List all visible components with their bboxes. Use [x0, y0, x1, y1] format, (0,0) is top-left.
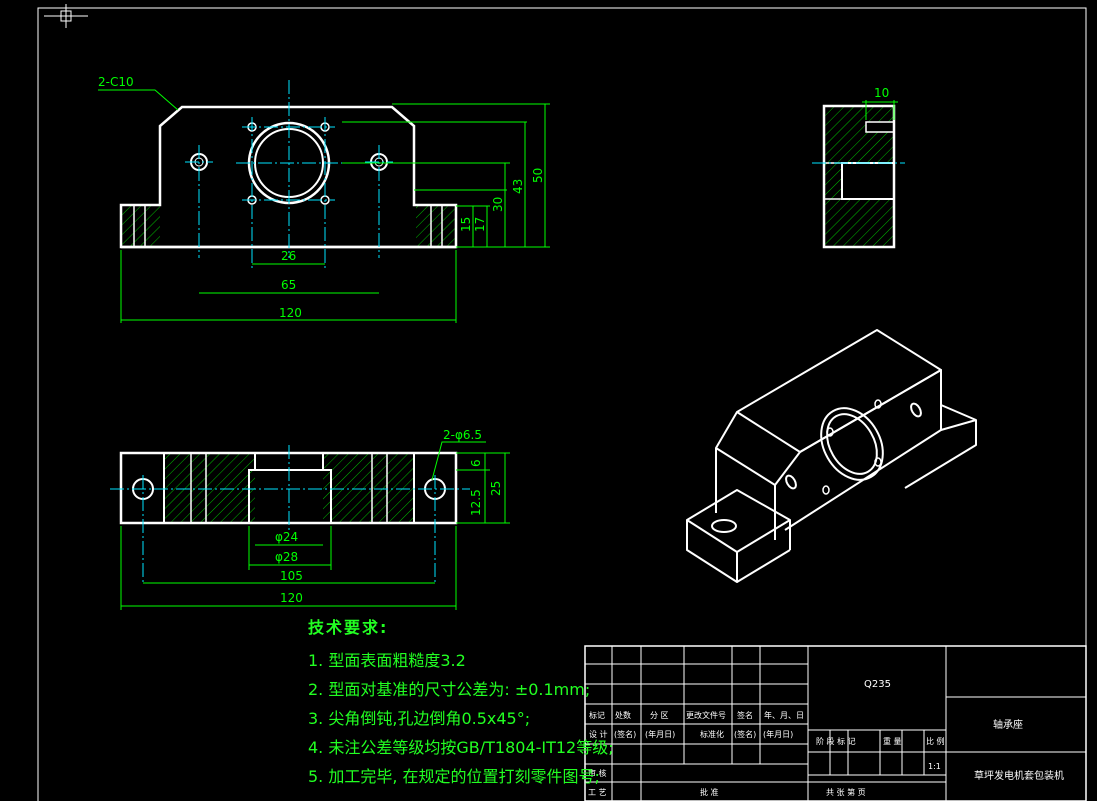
dim-dia24: φ24: [275, 530, 298, 544]
tb-design-1: (签名): [614, 729, 636, 739]
tb-head-1: 处数: [615, 710, 631, 720]
tech-req-item: 3. 尖角倒钝,孔边倒角0.5x45°;: [308, 709, 531, 728]
dim-6: 6: [469, 459, 483, 467]
drawing-border: [37, 7, 1087, 801]
technical-requirements: 技术要求: 1. 型面表面粗糙度3.2 2. 型面对基准的尺寸公差为: ±0.1…: [308, 614, 614, 791]
tb-material: Q235: [864, 679, 891, 690]
front-view: 2-C10 26 65 120 15 17 30 43 50: [98, 75, 550, 323]
tech-req-item: 1. 型面表面粗糙度3.2: [308, 651, 466, 670]
tech-req-item: 4. 未注公差等级均按GB/T1804-IT12等级;: [308, 738, 614, 757]
tb-head-3: 更改文件号: [686, 710, 726, 720]
tech-req-title: 技术要求:: [308, 618, 389, 637]
tb-head-0: 标记: [589, 710, 605, 720]
title-block: [584, 645, 1087, 801]
tb-stage-0: 阶 段 标 记: [816, 736, 856, 746]
top-view: 2-φ6.5 6 25 12.5 φ24 φ28 105 120: [110, 428, 510, 610]
dim-50: 50: [531, 168, 545, 183]
dim-10: 10: [874, 86, 889, 100]
dim-43: 43: [511, 179, 525, 194]
tb-review: 审 核: [588, 768, 607, 778]
tb-head-5: 年、月、日: [764, 710, 804, 720]
dim-dia28: φ28: [275, 550, 298, 564]
tb-scale: 1:1: [928, 762, 941, 771]
dim-30: 30: [491, 197, 505, 212]
dim-105: 105: [280, 569, 303, 583]
dim-25: 25: [489, 481, 503, 496]
tb-assembly-name: 草坪发电机套包装机: [974, 769, 1064, 782]
tb-design-3: 标准化: [700, 729, 724, 739]
tech-req-item: 5. 加工完毕, 在规定的位置打刻零件图号;: [308, 767, 600, 786]
ucs-crosshair-icon: [44, 4, 88, 28]
tb-part-name: 轴承座: [993, 718, 1023, 731]
dim-chamfer-note: 2-C10: [98, 75, 134, 89]
dim-17: 17: [473, 217, 487, 232]
dim-120-front: 120: [279, 306, 302, 320]
tech-req-item: 2. 型面对基准的尺寸公差为: ±0.1mm;: [308, 680, 591, 699]
tb-stage-1: 重 量: [883, 736, 902, 746]
dim-15: 15: [459, 217, 473, 232]
tb-head-4: 签名: [737, 710, 753, 720]
tb-design-0: 设 计: [589, 729, 608, 739]
tb-sheets: 共 张 第 页: [826, 787, 866, 797]
tb-design-4: (签名): [734, 729, 756, 739]
front-view-outline: [119, 105, 458, 249]
isometric-view: [686, 329, 977, 583]
side-view: 10: [812, 86, 905, 249]
dim-65: 65: [281, 278, 296, 292]
tb-approve: 批 准: [700, 787, 719, 797]
tb-design-5: (年月日): [763, 729, 793, 739]
tb-design-2: (年月日): [645, 729, 675, 739]
tb-stage-2: 比 例: [926, 736, 945, 746]
dim-26: 26: [281, 249, 296, 263]
dim-12-5: 12.5: [469, 489, 483, 516]
dim-hole-note: 2-φ6.5: [443, 428, 482, 442]
tb-head-2: 分 区: [650, 711, 669, 720]
tb-process: 工 艺: [588, 788, 607, 797]
dim-120-top: 120: [280, 591, 303, 605]
